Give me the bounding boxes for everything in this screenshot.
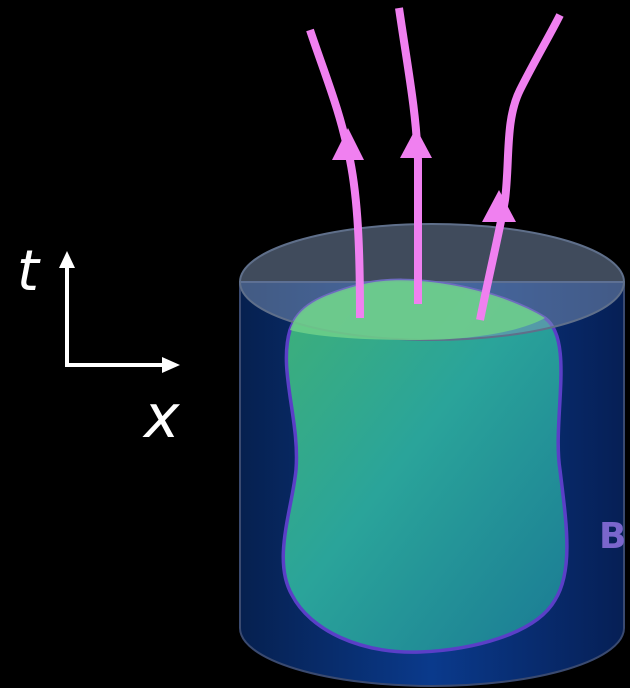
t-axis-arrowhead-icon: [59, 251, 75, 268]
axes: t x: [17, 239, 180, 452]
arrowhead-center-icon: [400, 128, 432, 158]
spacetime-cylinder: B: [240, 224, 626, 686]
x-axis-label: x: [142, 382, 180, 452]
arrowhead-left-icon: [332, 128, 364, 160]
t-axis-label: t: [17, 239, 41, 304]
arrowhead-right-icon: [482, 190, 516, 222]
x-axis-arrowhead-icon: [162, 357, 180, 373]
boundary-label: B: [599, 516, 626, 557]
